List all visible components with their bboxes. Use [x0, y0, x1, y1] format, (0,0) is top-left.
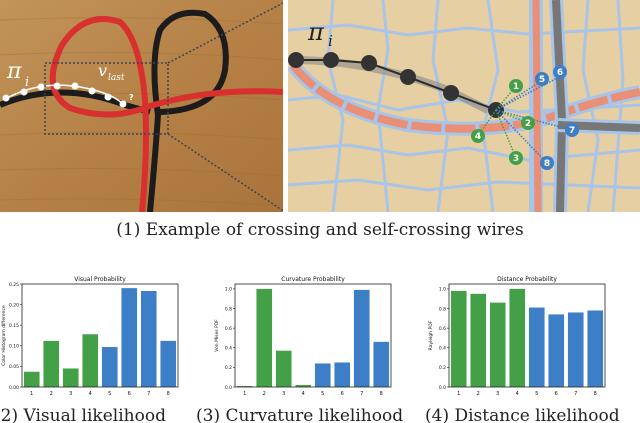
svg-text:1.0: 1.0 [439, 287, 446, 293]
svg-text:1: 1 [243, 391, 246, 397]
svg-text:i: i [328, 32, 333, 50]
svg-text:Color Histogram difference: Color Histogram difference [1, 305, 7, 366]
svg-text:0.2: 0.2 [439, 365, 446, 371]
svg-text:8: 8 [167, 391, 170, 397]
svg-text:3: 3 [496, 391, 499, 397]
candidate-5: 5 [539, 75, 545, 85]
candidate-3: 3 [513, 154, 519, 164]
svg-text:1: 1 [457, 391, 460, 397]
svg-text:0.4: 0.4 [439, 346, 446, 352]
chart-distance-probability: Distance Probability 1 2 3 4 5 6 7 8 0.0 0.2 0.4 0.6… [427, 272, 640, 402]
svg-text:0.15: 0.15 [9, 323, 19, 329]
svg-text:3: 3 [282, 391, 285, 397]
svg-text:6: 6 [128, 391, 131, 397]
vertex-label: v [98, 61, 107, 80]
svg-text:0.8: 0.8 [225, 306, 232, 312]
candidate-2: 2 [525, 119, 531, 129]
caption-curvature: (3) Curvature likelihood [196, 406, 404, 423]
svg-text:5: 5 [108, 391, 111, 397]
svg-text:0.0: 0.0 [439, 385, 446, 391]
svg-text:2: 2 [50, 391, 53, 397]
svg-text:4: 4 [89, 391, 92, 397]
caption-visual: (2) Visual likelihood [0, 406, 166, 423]
svg-text:6: 6 [555, 391, 558, 397]
svg-text:0.6: 0.6 [225, 326, 232, 332]
svg-text:i: i [25, 75, 29, 90]
candidate-4: 4 [475, 132, 481, 142]
svg-text:7: 7 [147, 391, 150, 397]
svg-text:6: 6 [341, 391, 344, 397]
chart-curvature-probability: Curvature Probability 1 2 3 4 5 6 7 8 0.0 0.2 0.4 0.… [213, 272, 426, 402]
path-label: π [6, 59, 22, 84]
svg-text:0.8: 0.8 [439, 306, 446, 312]
svg-text:last: last [108, 73, 125, 83]
svg-text:2: 2 [263, 391, 266, 397]
svg-text:3: 3 [69, 391, 72, 397]
svg-text:Curvature Probability: Curvature Probability [281, 276, 345, 283]
svg-text:8: 8 [380, 391, 383, 397]
svg-text:7: 7 [360, 391, 363, 397]
svg-text:0.4: 0.4 [225, 346, 232, 352]
svg-text:4: 4 [516, 391, 519, 397]
svg-text:0.10: 0.10 [9, 344, 19, 350]
svg-text:7: 7 [574, 391, 577, 397]
svg-text:0.00: 0.00 [9, 385, 19, 391]
svg-text:5: 5 [321, 391, 324, 397]
chart-visual-probability: Visual Probability 1 2 3 4 5 6 7 8 0.00 0.05 0.10 0.… [0, 272, 213, 402]
svg-text:0.05: 0.05 [9, 364, 19, 370]
caption-distance: (4) Distance likelihood [425, 406, 620, 423]
wire-photo: π i v last ? [0, 0, 283, 212]
svg-text:0.20: 0.20 [9, 302, 19, 308]
svg-text:?: ? [129, 93, 134, 102]
svg-text:0.25: 0.25 [9, 282, 19, 288]
svg-text:Distance Probability: Distance Probability [497, 276, 557, 283]
svg-text:5: 5 [535, 391, 538, 397]
svg-text:Visual Probability: Visual Probability [74, 276, 126, 283]
candidate-8: 8 [544, 159, 550, 169]
caption-panel-1: (1) Example of crossing and self-crossin… [116, 220, 524, 240]
candidate-1: 1 [513, 82, 519, 92]
svg-text:0.6: 0.6 [439, 326, 446, 332]
svg-text:1: 1 [30, 391, 33, 397]
candidate-7: 7 [569, 126, 575, 136]
svg-text:1.0: 1.0 [225, 287, 232, 293]
svg-text:0.0: 0.0 [225, 385, 232, 391]
svg-text:π: π [307, 18, 325, 46]
svg-text:0.2: 0.2 [225, 365, 232, 371]
candidate-6: 6 [557, 68, 563, 78]
svg-text:8: 8 [594, 391, 597, 397]
svg-text:Von Mises PDF: Von Mises PDF [214, 319, 220, 352]
superpixel-zoom: π i 1 2 3 4 5 6 7 8 [288, 0, 640, 212]
svg-text:2: 2 [477, 391, 480, 397]
svg-text:Rayleigh PDF: Rayleigh PDF [428, 320, 434, 350]
svg-text:4: 4 [302, 391, 305, 397]
subcaptions: (2) Visual likelihood (3) Curvature like… [0, 406, 640, 423]
